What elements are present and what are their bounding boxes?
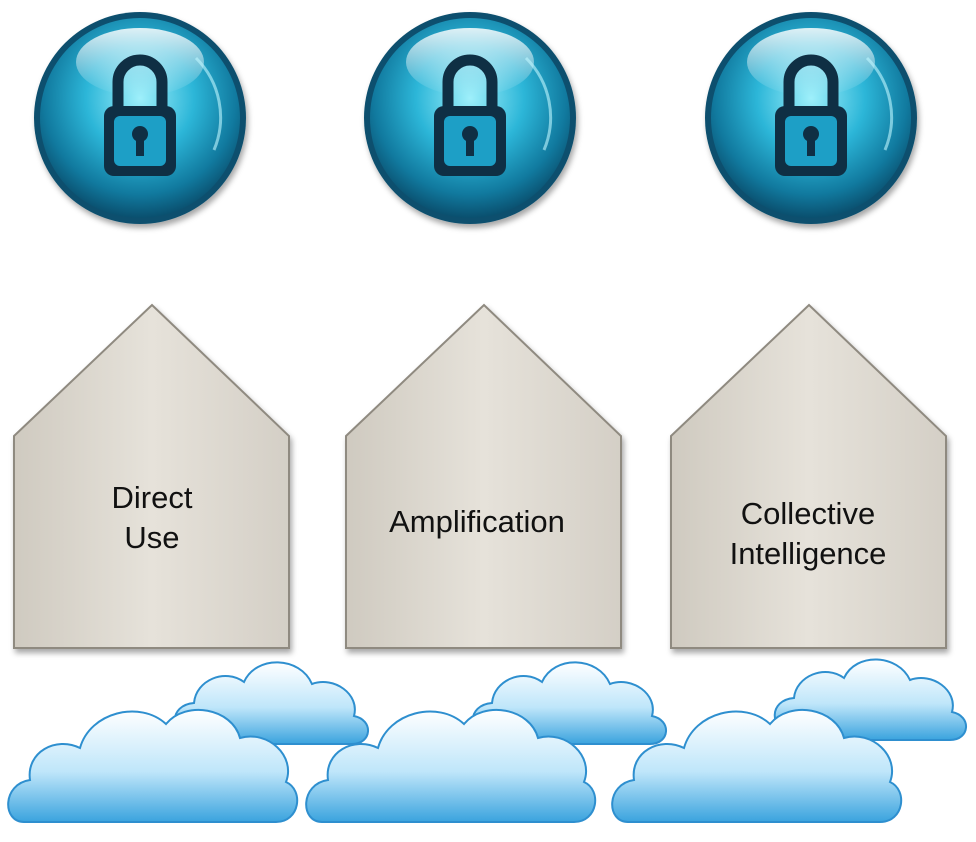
pillar-3 xyxy=(670,303,947,649)
pillar-3-label: Collective Intelligence xyxy=(698,494,918,574)
padlock-icon xyxy=(775,54,847,176)
pillar-1-label: Direct Use xyxy=(42,478,262,558)
pillar-2-label: Amplification xyxy=(367,502,587,542)
pillar-1 xyxy=(13,303,290,649)
padlock-icon xyxy=(104,54,176,176)
pillar-3-line-1: Collective xyxy=(740,496,876,531)
pillar-2-line-1: Amplification xyxy=(389,504,565,539)
cloud-icon xyxy=(611,709,903,823)
pillar-1-line-2: Use xyxy=(124,520,180,555)
pillar-1-line-1: Direct xyxy=(111,480,193,515)
pillar-2 xyxy=(345,303,622,649)
pillar-3-line-2: Intelligence xyxy=(729,536,887,571)
padlock-icon xyxy=(434,54,506,176)
cloud-icon xyxy=(7,709,299,823)
cloud-icon xyxy=(305,709,597,823)
